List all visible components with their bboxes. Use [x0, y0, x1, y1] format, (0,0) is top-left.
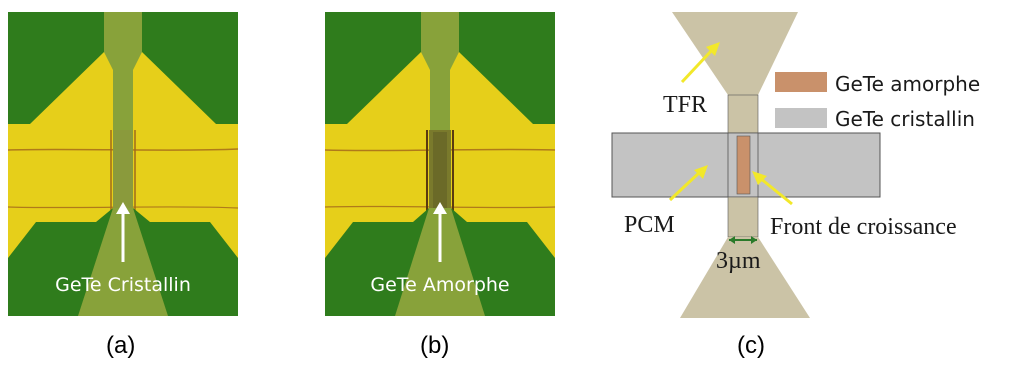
- micrograph-crystalline: GeTe Cristallin: [8, 12, 238, 316]
- arrow-pcm: [668, 170, 702, 202]
- legend-swatch-amorphous: [775, 72, 827, 92]
- device-schematic: [611, 12, 881, 318]
- label-pcm: PCM: [624, 212, 675, 238]
- amorphous-strip: [736, 135, 751, 195]
- tfr-top-electrode: [672, 12, 798, 95]
- micrograph-crystalline-image: [8, 12, 238, 316]
- micrograph-amorphous-image: [325, 12, 555, 316]
- legend-label-crystalline: GeTe cristallin: [835, 107, 975, 131]
- caption-c: (c): [737, 332, 765, 359]
- bottom-electrode: [680, 237, 810, 318]
- micrograph-amorphous: GeTe Amorphe: [325, 12, 555, 316]
- caption-b: (b): [420, 332, 450, 359]
- label-crystalline: GeTe Cristallin: [55, 274, 191, 296]
- label-dimension: 3µm: [716, 248, 761, 274]
- legend-swatch-crystalline: [775, 108, 827, 128]
- label-growth-front: Front de croissance: [770, 214, 957, 240]
- legend-label-amorphous: GeTe amorphe: [835, 72, 981, 96]
- label-tfr: TFR: [663, 92, 708, 118]
- label-amorphous: GeTe Amorphe: [370, 274, 510, 296]
- arrow-front: [759, 176, 793, 206]
- arrow-tfr: [680, 48, 714, 84]
- caption-a: (a): [106, 332, 136, 359]
